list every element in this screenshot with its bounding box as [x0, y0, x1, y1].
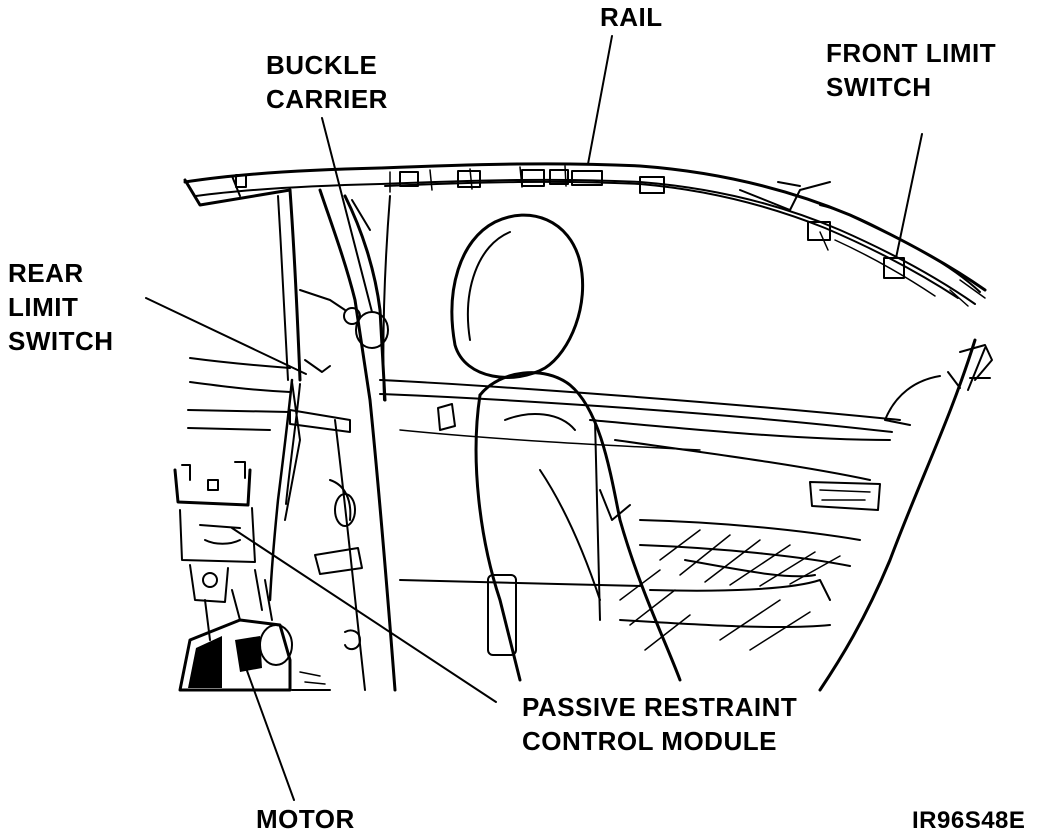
label-rear-limit-switch: REAR LIMIT SWITCH [8, 258, 114, 356]
control-module [173, 461, 256, 603]
wire-harness [268, 378, 301, 602]
label-front-limit-switch-line2: SWITCH [826, 72, 932, 102]
leader-rail [587, 35, 613, 165]
roof-rail [183, 162, 987, 307]
label-rear-limit-switch-line1: REAR [8, 258, 84, 288]
label-front-limit-switch: FRONT LIMIT SWITCH [826, 38, 1004, 102]
label-motor: MOTOR [256, 804, 355, 834]
motor [178, 569, 331, 692]
seat [450, 213, 816, 682]
leader-front-limit-switch [895, 133, 923, 259]
label-buckle-carrier-line2: CARRIER [266, 84, 388, 114]
label-front-limit-switch-line1: FRONT LIMIT [826, 38, 996, 68]
figure-code: IR96S48E [912, 807, 1025, 834]
label-pr-control-module-line2: CONTROL MODULE [522, 726, 777, 756]
label-rear-limit-switch-line3: SWITCH [8, 326, 114, 356]
label-buckle-carrier-line1: BUCKLE [266, 50, 377, 80]
front-pillar [818, 338, 993, 692]
label-rear-limit-switch-line2: LIMIT [8, 292, 78, 322]
leader-rear-limit-switch [145, 297, 307, 375]
label-passive-restraint-control-module: PASSIVE RESTRAINT CONTROL MODULE [522, 692, 805, 756]
leader-motor [245, 667, 295, 801]
label-buckle-carrier: BUCKLE CARRIER [266, 50, 388, 114]
leader-buckle-carrier [321, 117, 373, 313]
rear-quarter [183, 174, 302, 521]
b-pillar [289, 188, 456, 692]
label-pr-control-module-line1: PASSIVE RESTRAINT [522, 692, 797, 722]
leader-control-module [231, 527, 497, 703]
vehicle-drawing [173, 162, 993, 692]
labels: RAIL FRONT LIMIT SWITCH BUCKLE CARRIER R… [8, 2, 1025, 834]
leader-lines [145, 35, 923, 801]
label-rail: RAIL [600, 2, 663, 32]
